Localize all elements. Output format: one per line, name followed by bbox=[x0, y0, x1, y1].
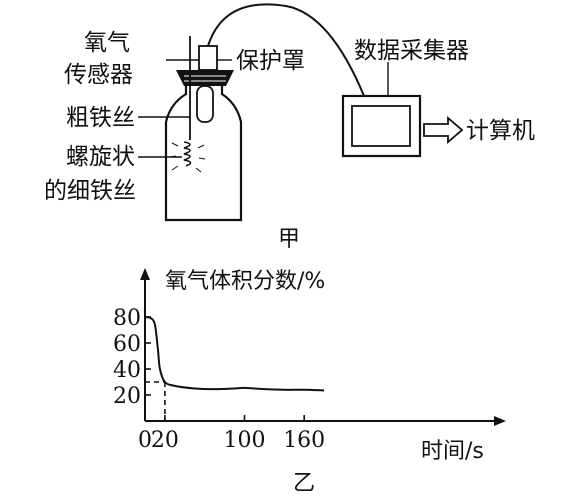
y-tick-label: 20 bbox=[113, 384, 141, 409]
apparatus-diagram: 氧气 传感器 保护罩 数据采集器 计算机 粗铁丝 螺旋状 的细铁丝 甲 bbox=[44, 3, 535, 252]
y-axis-label: 氧气体积分数/% bbox=[165, 269, 325, 294]
figure-caption-jia: 甲 bbox=[278, 227, 300, 252]
y-tick-label: 60 bbox=[113, 332, 141, 357]
computer-label: 计算机 bbox=[466, 118, 535, 144]
sensor-cable bbox=[207, 3, 365, 97]
x-tick-label: 160 bbox=[283, 428, 325, 453]
protective-cover-label: 保护罩 bbox=[236, 48, 305, 74]
x-axis-arrow bbox=[494, 416, 506, 426]
figure-caption-yi: 乙 bbox=[293, 471, 315, 496]
spiral-thin-iron-wire bbox=[169, 141, 206, 173]
y-tick-label: 80 bbox=[113, 306, 141, 331]
x-tick-label: 0 bbox=[138, 428, 152, 453]
y-axis-arrow bbox=[140, 268, 150, 280]
x-tick-label: 20 bbox=[151, 428, 179, 453]
x-axis-label: 时间/s bbox=[421, 439, 484, 464]
spiral-wire-label-line2: 的细铁丝 bbox=[44, 178, 136, 204]
data-collector bbox=[341, 94, 422, 158]
rubber-stopper bbox=[176, 70, 234, 86]
spiral-wire-label-line1: 螺旋状 bbox=[66, 144, 135, 170]
y-tick-label: 40 bbox=[113, 358, 141, 383]
thick-iron-wire-label: 粗铁丝 bbox=[66, 105, 135, 131]
oxygen-sensor-label-line2: 传感器 bbox=[64, 62, 133, 88]
data-collector-screen bbox=[351, 105, 411, 147]
sensor-probe bbox=[196, 85, 214, 123]
series-line bbox=[144, 316, 325, 392]
x-tick-label: 100 bbox=[224, 428, 266, 453]
arrow-to-computer bbox=[423, 116, 464, 144]
data-collector-label: 数据采集器 bbox=[354, 38, 469, 64]
oxygen-sensor-label-line1: 氧气 bbox=[84, 30, 130, 56]
bottle bbox=[164, 84, 243, 222]
protective-cover bbox=[198, 45, 218, 71]
